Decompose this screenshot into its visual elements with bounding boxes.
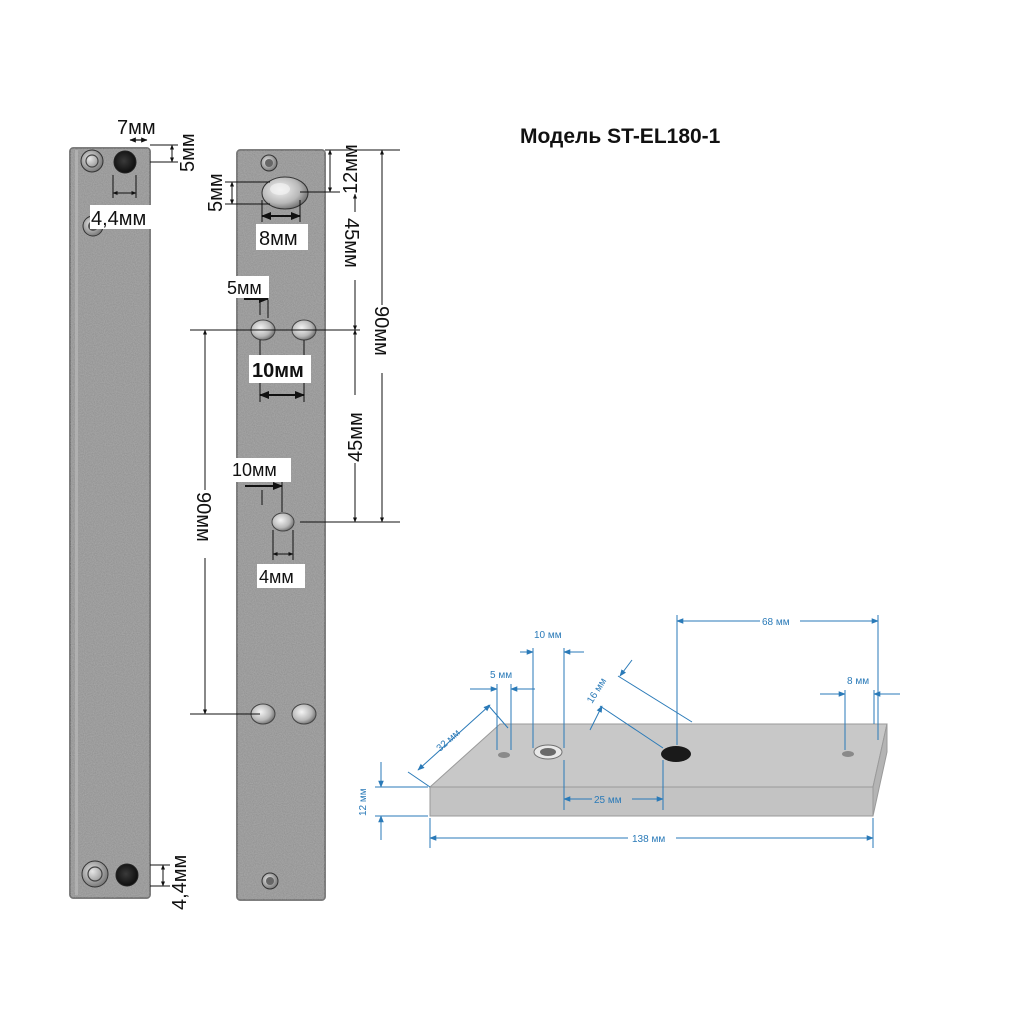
dim-4mm: 4мм xyxy=(259,567,294,587)
dim-90mm-left: 90мм xyxy=(192,492,214,542)
dim-16mm-block: 16 мм xyxy=(585,676,609,705)
left-strike-plate xyxy=(69,147,151,899)
block-hole-large xyxy=(661,746,691,762)
right-plate-dimensions: 12мм 5мм 8мм 45мм 90мм 5мм 90мм 10мм xyxy=(190,144,400,715)
block-side-face xyxy=(872,723,888,817)
dim-138mm-block: 138 мм xyxy=(632,834,665,845)
dim-7mm: 7мм xyxy=(117,117,156,139)
dim-45mm-top: 45мм xyxy=(340,218,362,268)
dim-4-4mm-top: 4,4мм xyxy=(91,208,146,230)
left-screw-top xyxy=(80,149,104,173)
right-strike-plate xyxy=(236,149,326,901)
block-hole-small-left xyxy=(498,752,510,758)
dim-5mm-side: 5мм xyxy=(227,278,262,298)
right-hole-middle xyxy=(271,512,295,532)
dim-4-4mm-bottom: 4,4мм xyxy=(169,855,191,910)
dim-8mm: 8мм xyxy=(259,228,298,250)
dim-68mm-block: 68 мм xyxy=(762,617,790,628)
dim-90mm-right: 90мм xyxy=(370,306,392,356)
dim-45mm-bottom: 45мм xyxy=(345,412,367,462)
dim-8mm-block: 8 мм xyxy=(847,676,869,687)
dim-5mm-block: 5 мм xyxy=(490,670,512,681)
left-plate-dimensions: 7мм 5мм 4,4мм 4,4мм xyxy=(90,117,199,910)
page-title: Модель ST-EL180-1 xyxy=(520,125,721,148)
dim-25mm-block: 25 мм xyxy=(594,795,622,806)
dim-5mm-top: 5мм xyxy=(205,173,227,212)
left-hole-bottom xyxy=(115,863,139,887)
block-hole-small-right xyxy=(842,751,854,757)
right-hole-pair2-b xyxy=(291,703,317,725)
block-front-face xyxy=(429,786,874,817)
dim-10mm-bold: 10мм xyxy=(252,360,304,382)
dim-12mm: 12мм xyxy=(340,144,362,194)
left-screw-bottom xyxy=(81,860,109,888)
left-hole-top xyxy=(113,150,137,174)
dim-32mm-block: 32 мм xyxy=(435,727,463,754)
dim-12mm-block: 12 мм xyxy=(358,788,369,816)
counter-plate-3d xyxy=(428,723,888,817)
left-plate-texture xyxy=(70,148,150,898)
dim-5mm-left: 5мм xyxy=(177,133,199,172)
dim-10mm: 10мм xyxy=(232,460,277,480)
dim-10mm-block: 10 мм xyxy=(534,630,562,641)
